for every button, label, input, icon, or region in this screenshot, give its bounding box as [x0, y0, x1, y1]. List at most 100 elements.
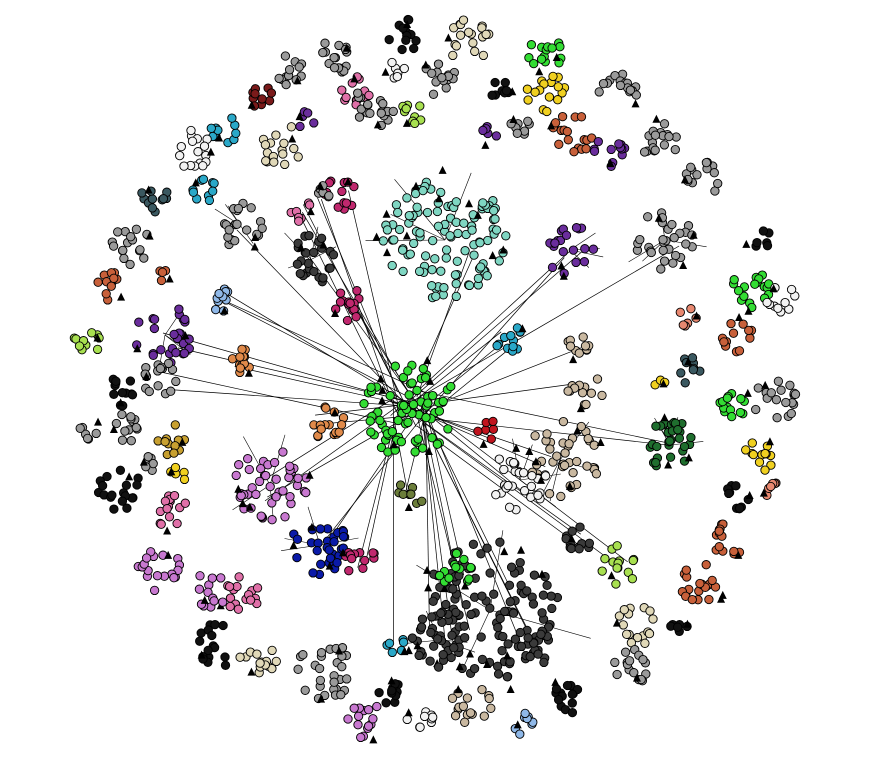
graph-node: [650, 130, 661, 140]
graph-node: [141, 553, 152, 563]
graph-node: [427, 433, 437, 443]
graph-node: [527, 471, 537, 481]
cluster-gray: [274, 51, 307, 90]
graph-node: [436, 266, 446, 276]
graph-edge: [412, 399, 470, 631]
graph-node: [233, 604, 244, 614]
graph-node: [579, 257, 590, 267]
graph-edge: [221, 298, 428, 394]
graph-node: [469, 250, 479, 260]
edge-arrowhead: [461, 581, 470, 590]
graph-node: [220, 652, 230, 662]
graph-node: [562, 680, 573, 691]
graph-node: [224, 581, 235, 592]
graph-node: [337, 186, 347, 197]
cluster-pink: [337, 72, 374, 110]
edge-arrowhead: [565, 481, 574, 490]
graph-node: [670, 144, 680, 155]
graph-node: [203, 645, 213, 656]
graph-edge: [155, 370, 407, 426]
graph-node: [234, 460, 244, 470]
graph-node: [536, 629, 546, 639]
graph-node: [155, 363, 166, 374]
graph-node: [489, 205, 499, 216]
graph-node: [728, 328, 739, 338]
graph-node: [459, 218, 469, 228]
graph-node: [139, 253, 149, 263]
cluster-gray: [318, 38, 352, 77]
graph-node: [461, 600, 471, 610]
graph-node: [398, 372, 409, 383]
graph-node: [433, 59, 444, 69]
graph-node: [581, 399, 591, 410]
graph-node: [581, 144, 591, 154]
graph-node: [473, 273, 484, 284]
edge-arrowhead: [421, 60, 430, 69]
edge-arrowhead: [93, 333, 102, 342]
graph-node: [113, 227, 123, 237]
graph-node: [476, 632, 486, 642]
graph-node: [537, 608, 547, 618]
cluster-yellow: [166, 462, 190, 485]
graph-node: [612, 541, 622, 551]
edge-arrowhead: [234, 484, 243, 493]
graph-node: [576, 112, 587, 122]
graph-node: [476, 549, 486, 559]
graph-node: [719, 337, 729, 347]
graph-node: [300, 685, 310, 695]
graph-node: [109, 273, 119, 283]
edge-arrowhead: [163, 526, 172, 535]
graph-node: [681, 239, 691, 249]
graph-edge: [394, 245, 680, 413]
graph-node: [451, 197, 461, 207]
cluster-navy-blue: [289, 522, 350, 580]
graph-node: [632, 632, 643, 643]
cluster-black: [666, 619, 692, 637]
graph-edge: [406, 331, 502, 408]
graph-node: [278, 149, 288, 159]
graph-node: [378, 236, 388, 246]
graph-node: [458, 701, 469, 711]
edge-arrowhead: [389, 440, 398, 449]
graph-node: [171, 376, 181, 387]
cluster-gray: [610, 644, 651, 686]
edge-arrowhead: [404, 502, 413, 511]
graph-node: [539, 657, 549, 668]
edge-arrowhead: [404, 708, 413, 717]
graph-edge: [408, 395, 628, 563]
graph-node: [542, 429, 552, 439]
graph-node: [316, 424, 326, 434]
graph-node: [353, 88, 363, 98]
graph-node: [681, 565, 691, 575]
graph-node: [580, 341, 591, 351]
graph-node: [776, 385, 786, 395]
graph-node: [709, 168, 719, 178]
graph-node: [533, 490, 543, 500]
graph-node: [87, 328, 97, 338]
graph-node: [125, 259, 135, 270]
edge-arrowhead: [238, 499, 247, 508]
graph-node: [729, 275, 739, 285]
graph-node: [131, 422, 141, 433]
graph-node: [342, 674, 352, 684]
graph-node: [419, 711, 430, 722]
graph-node: [304, 230, 314, 241]
graph-node: [342, 315, 353, 326]
graph-node: [281, 79, 291, 90]
graph-node: [762, 241, 773, 251]
graph-node: [147, 194, 158, 204]
edge-arrowhead: [473, 210, 482, 219]
edge-arrowhead: [288, 134, 297, 143]
graph-node: [584, 538, 595, 548]
graph-node: [436, 608, 446, 618]
graph-node: [643, 212, 653, 222]
cluster-cyan: [492, 323, 527, 356]
graph-node: [441, 245, 452, 255]
graph-node: [438, 650, 448, 660]
graph-node: [656, 264, 666, 274]
graph-node: [425, 656, 435, 666]
graph-node: [193, 147, 203, 157]
cluster-orange: [309, 402, 349, 442]
graph-node: [512, 128, 522, 138]
graph-node: [345, 298, 355, 308]
